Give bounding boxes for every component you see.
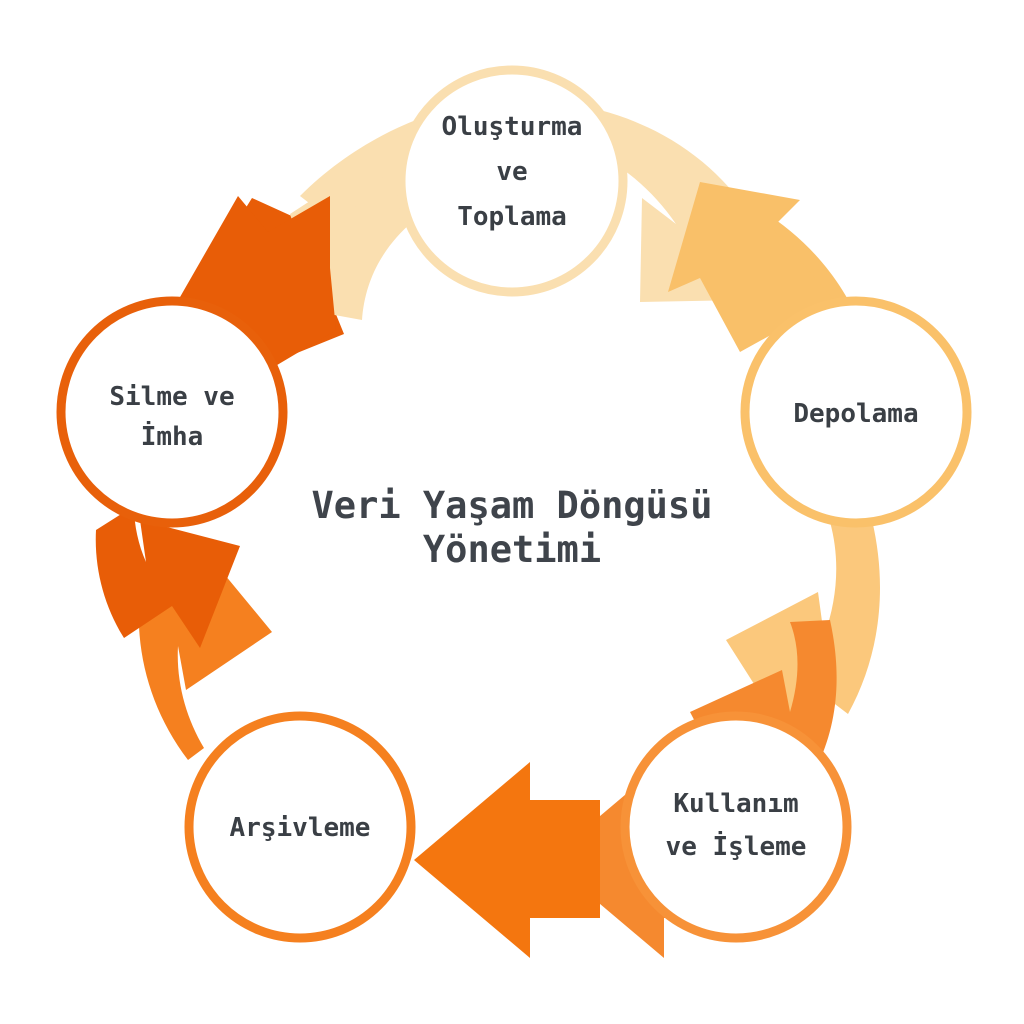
- node-circle-arsivleme: [184, 711, 416, 943]
- node-circle-kullanim: [620, 711, 852, 943]
- arrow-shape-deepred-main: [168, 196, 336, 380]
- center-title: Veri Yaşam Döngüsü Yönetimi: [312, 484, 713, 571]
- node-silme-ve-imha[interactable]: Silme ve İmha: [56, 296, 288, 528]
- node-label-kullanim-line1: Kullanım: [673, 789, 798, 819]
- node-label-silme-line2: İmha: [141, 420, 204, 452]
- node-label-arsivleme: Arşivleme: [230, 813, 371, 843]
- center-title-line2: Yönetimi: [423, 528, 601, 571]
- node-label-olusturma-line3: Toplama: [457, 202, 567, 232]
- arrow-silme-to-olusturma-main: [168, 196, 336, 380]
- node-label-olusturma-line2: ve: [496, 157, 527, 187]
- node-arsivleme[interactable]: Arşivleme: [184, 711, 416, 943]
- node-circle-depolama: [740, 296, 972, 528]
- node-label-depolama: Depolama: [793, 399, 918, 429]
- node-label-silme-line1: Silme ve: [109, 382, 234, 412]
- center-title-line1: Veri Yaşam Döngüsü: [312, 484, 713, 527]
- arrow-head-amber: [668, 182, 834, 352]
- arrow-shape-deep-bottom: [414, 762, 600, 958]
- node-circle-silme: [56, 296, 288, 528]
- node-depolama[interactable]: Depolama: [740, 296, 972, 528]
- node-label-olusturma-line1: Oluşturma: [442, 112, 583, 142]
- node-olusturma-ve-toplama[interactable]: Oluşturma ve Toplama: [396, 65, 628, 297]
- arrow-shape-deepred-left: [95, 506, 240, 648]
- arrow-to-arsivleme: [414, 762, 600, 958]
- arrow-silme-upward: [95, 506, 240, 648]
- node-label-kullanim-line2: ve İşleme: [666, 830, 807, 862]
- node-kullanim-ve-isleme[interactable]: Kullanım ve İşleme: [620, 711, 852, 943]
- node-circle-olusturma: [396, 65, 628, 297]
